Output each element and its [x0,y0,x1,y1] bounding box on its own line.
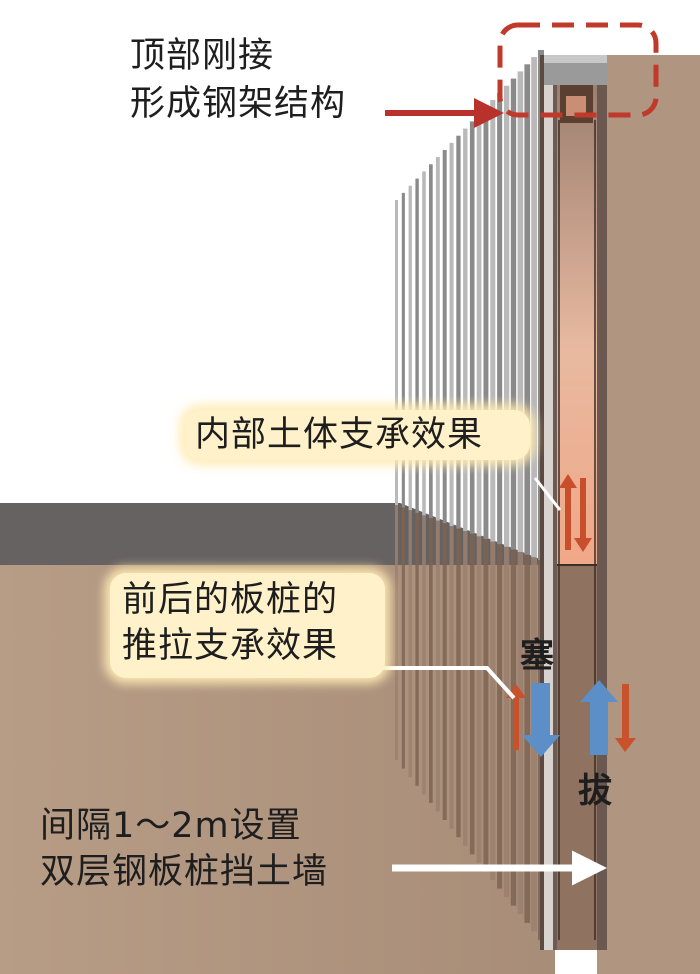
pushpull-label-line2: 推拉支承效果 [122,626,339,666]
inner-soil-lower [557,565,597,950]
pull-mark: 拔 [578,771,612,811]
sheet-pile-ribs-upper [395,50,544,560]
internal-support-pointer [533,477,562,511]
internal-support-callout [185,410,530,460]
push-arrows [506,683,560,757]
pull-arrows [580,680,636,755]
retained-soil-right [597,55,700,974]
internal-support-label: 内部土体支承效果 [195,415,484,455]
push-mark: 塞 [520,636,554,676]
top-connection-highlight [497,22,659,118]
back-sheet-pile [597,55,607,950]
pushpull-label-line1: 前后的板桩的 [122,580,339,620]
internal-support-arrows [559,474,592,552]
bottom-label-line2: 双层钢板桩挡土墙 [40,852,329,892]
bottom-label-line1: 间隔1～2m设置 [40,806,302,846]
inner-soil-upper [557,85,597,565]
top-label-line2: 形成钢架结构 [130,84,347,124]
top-label-line1: 顶部刚接 [130,36,275,76]
pushpull-callout [110,573,385,678]
